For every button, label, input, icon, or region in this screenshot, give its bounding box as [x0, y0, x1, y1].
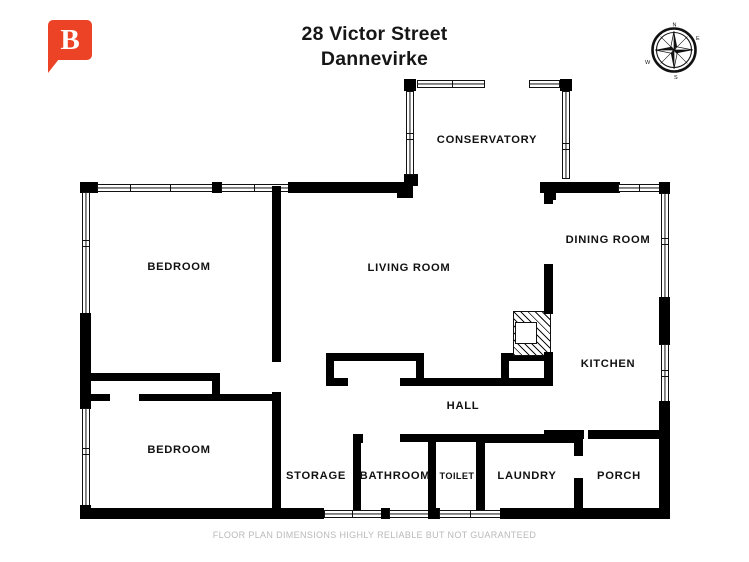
mullion [661, 370, 669, 372]
room-label-hall: HALL [446, 400, 480, 412]
wall-living-kitchen-low [544, 352, 553, 386]
wall-bottom-segment-1 [381, 508, 390, 519]
wall-laundry-east-bottom [574, 478, 583, 510]
mullion [562, 149, 570, 151]
wall-wardrobe-stub [88, 394, 110, 401]
room-label-toilet: TOILET [439, 471, 475, 481]
wall-storage-east [353, 434, 361, 510]
room-label-dining-room: DINING ROOM [565, 234, 651, 246]
wall-wardrobe-bottom [139, 394, 281, 401]
compass-label-west: W [645, 60, 651, 66]
title-street: 28 Victor Street [301, 23, 448, 45]
wall-top-corner-nw [80, 182, 98, 193]
room-label-living-room: LIVING ROOM [367, 262, 451, 274]
wall-conservatory-corner-nw [404, 79, 416, 91]
window-conservatory-north-right [529, 80, 560, 88]
wall-bottom-right [500, 508, 670, 519]
room-label-porch: PORCH [597, 470, 641, 482]
mullion [82, 246, 90, 248]
mullion [82, 454, 90, 456]
wall-cupboard-fireplace-top [501, 353, 545, 361]
logo-letter: B [60, 24, 80, 56]
wall-cupboard-right [416, 353, 424, 385]
mullion [170, 184, 172, 192]
window-bottom-toilet [389, 510, 429, 518]
wall-top-corner-ne [659, 182, 670, 194]
brand-logo: B [48, 20, 92, 73]
wall-conservatory-corner-ne [560, 79, 572, 91]
wall-interior-bedroom1-living [272, 186, 281, 362]
window-left-bedroom2 [82, 408, 90, 508]
compass-label-south: S [674, 75, 678, 81]
room-label-bathroom: BATHROOM [359, 470, 431, 482]
wall-living-south-left [326, 353, 424, 361]
window-left-bedroom1 [82, 192, 90, 314]
room-label-storage: STORAGE [285, 470, 347, 482]
mullion [130, 184, 132, 192]
wall-wardrobe-right [212, 373, 220, 400]
wall-living-dining-top [544, 186, 553, 204]
window-right-dining [661, 193, 669, 298]
title-locality: Dannevirke [320, 48, 429, 70]
room-label-kitchen: KITCHEN [580, 358, 636, 370]
mullion [562, 143, 570, 145]
wall-top-segment-1 [212, 182, 222, 193]
wall-cupboard-left [326, 353, 334, 385]
mullion [254, 184, 256, 192]
mullion [82, 448, 90, 450]
window-conservatory-north-left [417, 80, 485, 88]
compass-label-east: E [696, 36, 700, 42]
wall-bottom-left [80, 508, 324, 519]
speech-bubble-pin-icon [48, 20, 92, 60]
wall-bottom-segment-2 [428, 508, 440, 519]
wall-storage-west-stub [272, 434, 281, 510]
wall-hall-north-3 [500, 378, 550, 386]
mullion [470, 510, 472, 518]
mullion [639, 184, 641, 192]
page-title: 28 Victor Street Dannevirke [0, 22, 749, 72]
fireplace-opening [515, 322, 537, 344]
wall-cupboard-fireplace-left [501, 353, 509, 383]
wall-living-kitchen-mid [544, 264, 553, 314]
mullion [352, 510, 354, 518]
mullion [661, 376, 669, 378]
room-label-bedroom-2: BEDROOM [147, 444, 211, 456]
room-label-conservatory: CONSERVATORY [436, 134, 538, 146]
wall-toilet-east [476, 434, 485, 510]
wall-hall-south-1 [353, 434, 363, 443]
wall-hall-north-1 [326, 378, 348, 386]
mullion [406, 139, 414, 141]
mullion [661, 238, 669, 240]
wall-laundry-north [476, 434, 582, 443]
wall-hall-north-2 [400, 378, 550, 386]
wall-top-segment-3 [397, 182, 413, 198]
speech-bubble-tail-icon [48, 59, 59, 73]
wall-right-solid-kitchen [659, 297, 670, 345]
compass-label-north: N [673, 23, 677, 29]
wall-top-conservatory-junction [540, 182, 620, 193]
wall-wardrobe-top [88, 373, 220, 381]
wall-top-segment-2 [288, 182, 398, 193]
wall-left-solid-mid [80, 313, 91, 409]
compass-rose-icon: N E S W [645, 23, 700, 82]
disclaimer-text: FLOOR PLAN DIMENSIONS HIGHLY RELIABLE BU… [212, 530, 537, 540]
window-top-bedroom1 [97, 184, 213, 192]
room-label-bedroom-1: BEDROOM [147, 261, 211, 273]
room-label-laundry: LAUNDRY [497, 470, 557, 482]
mullion [452, 80, 454, 88]
wall-laundry-east-top [574, 434, 583, 456]
wall-right-porch [659, 401, 670, 519]
mullion [661, 244, 669, 246]
wall-bathroom-north [400, 434, 484, 442]
wall-porch-north [588, 430, 660, 439]
mullion [406, 133, 414, 135]
mullion [82, 240, 90, 242]
window-conservatory-east [562, 91, 570, 179]
wall-bathroom-east [428, 434, 436, 510]
window-right-kitchen [661, 344, 669, 402]
